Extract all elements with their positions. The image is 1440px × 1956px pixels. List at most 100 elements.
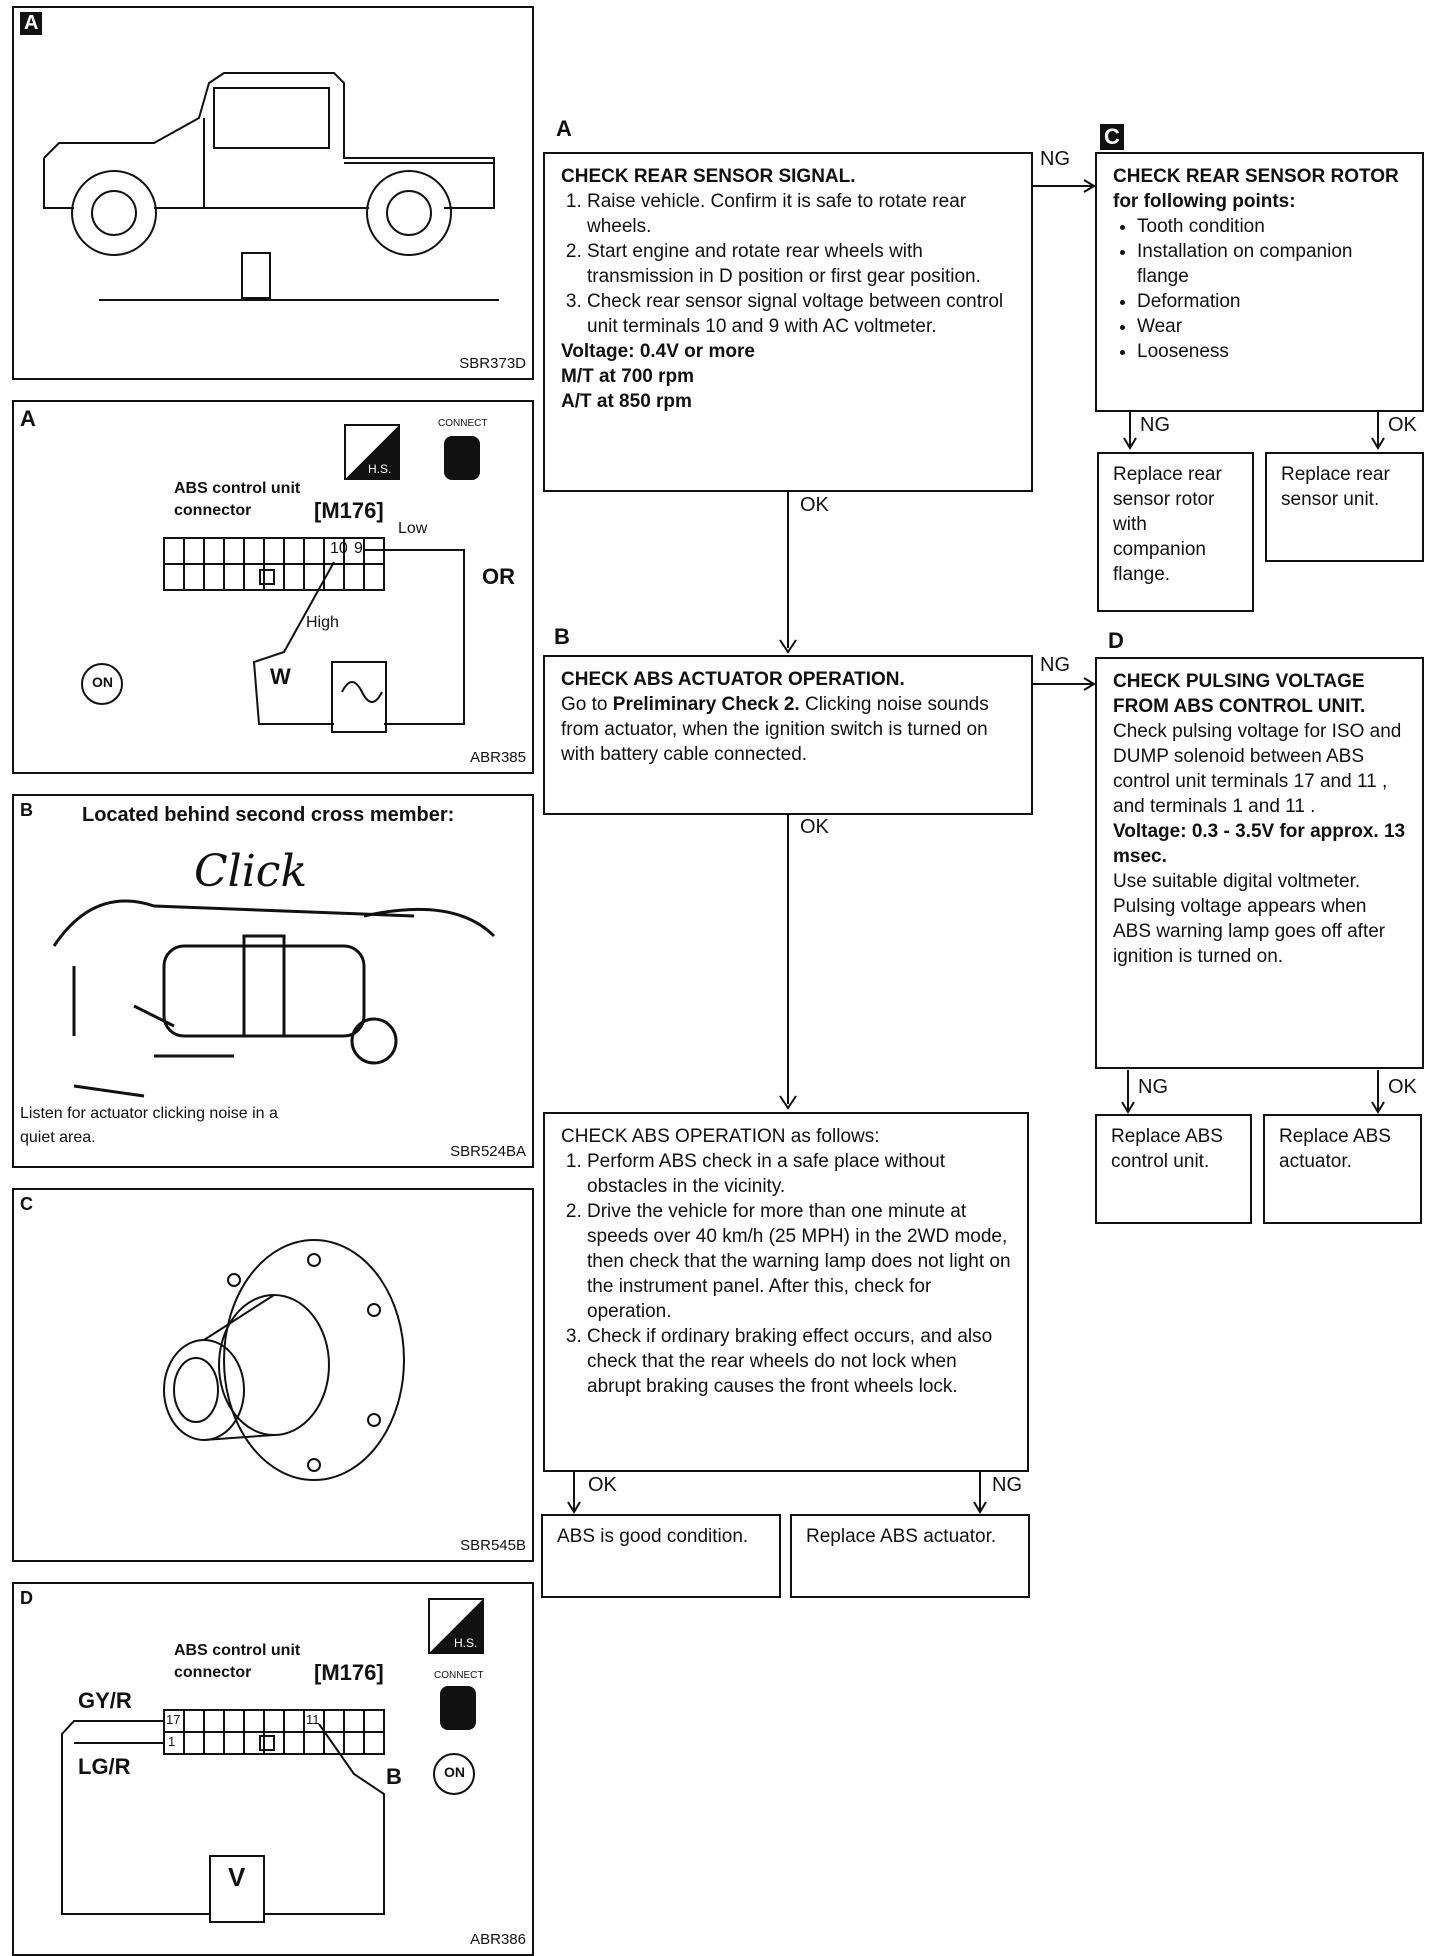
panel-letter: B bbox=[20, 800, 33, 820]
hs-icon bbox=[344, 424, 400, 480]
box-heading: CHECK PULSING VOLTAGE FROM ABS CONTROL U… bbox=[1113, 671, 1366, 717]
box-heading: CHECK REAR SENSOR SIGNAL. bbox=[561, 166, 856, 187]
hs-label: H.S. bbox=[368, 462, 392, 476]
figure-code: ABR385 bbox=[470, 749, 526, 766]
connector-title: ABS control unit connector bbox=[174, 480, 301, 519]
mt-spec: M/T at 700 rpm bbox=[561, 366, 695, 387]
w-wire-label: W bbox=[270, 664, 291, 689]
step-item: Start engine and rotate rear wheels with… bbox=[587, 239, 1015, 289]
pin-9: 9 bbox=[354, 540, 363, 557]
voltmeter-label: V bbox=[228, 1862, 246, 1892]
step-item: Check if ordinary braking effect occurs,… bbox=[587, 1324, 1011, 1399]
ok-label: OK bbox=[1388, 1076, 1417, 1098]
text-pre: Go to bbox=[561, 694, 608, 715]
actuator-illustration bbox=[52, 899, 496, 1098]
connector-circuit bbox=[81, 537, 465, 733]
step-item: Perform ABS check in a safe place withou… bbox=[587, 1149, 1011, 1199]
result-replace-actuator: Replace ABS actuator. bbox=[1263, 1114, 1422, 1224]
voltage-spec: Voltage: 0.4V or more bbox=[561, 341, 755, 362]
figure-code: SBR373D bbox=[459, 355, 526, 372]
figure-code: SBR545B bbox=[460, 1537, 526, 1554]
step-list: Raise vehicle. Confirm it is safe to rot… bbox=[561, 189, 1015, 339]
box-b-letter: B bbox=[554, 624, 570, 649]
panel-b-actuator: B Located behind second cross member: Cl… bbox=[12, 794, 534, 1168]
panel-letter: D bbox=[20, 1588, 33, 1608]
ok-label: OK bbox=[1388, 414, 1417, 436]
box-text: Check pulsing voltage for ISO and DUMP s… bbox=[1113, 721, 1402, 817]
ng-label: NG bbox=[1040, 148, 1070, 170]
click-label: Click bbox=[194, 846, 308, 897]
actuator-caption: Listen for actuator clicking noise in a … bbox=[20, 1105, 278, 1146]
text-post: Clicking noise sounds from actuator, whe… bbox=[561, 694, 989, 765]
box-check-pulsing-voltage: CHECK PULSING VOLTAGE FROM ABS CONTROL U… bbox=[1095, 657, 1424, 1069]
connect-icon bbox=[440, 1686, 476, 1730]
box-a-letter: A bbox=[556, 116, 572, 141]
panel-letter: C bbox=[20, 1194, 33, 1214]
step-item: Check rear sensor signal voltage between… bbox=[587, 289, 1015, 339]
box-text: Go to Preliminary Check 2. Clicking nois… bbox=[561, 692, 1015, 767]
box-heading: CHECK ABS OPERATION as follows: bbox=[561, 1126, 880, 1147]
point-item: Looseness bbox=[1137, 339, 1406, 364]
box-c-letter: C bbox=[1100, 124, 1124, 150]
rotor-illustration bbox=[163, 1239, 405, 1481]
or-wire-label: OR bbox=[482, 564, 515, 589]
actuator-location-heading: Located behind second cross member: bbox=[82, 804, 455, 826]
b-wire-label: B bbox=[386, 1764, 402, 1789]
box-check-rear-sensor-rotor: CHECK REAR SENSOR ROTOR for following po… bbox=[1095, 152, 1424, 412]
low-label: Low bbox=[398, 520, 428, 537]
point-item: Wear bbox=[1137, 314, 1406, 339]
box-heading: CHECK ABS ACTUATOR OPERATION. bbox=[561, 669, 905, 690]
box-d-letter: D bbox=[1108, 628, 1124, 653]
panel-d-connector: D ABS control unit connector [M176] H.S.… bbox=[12, 1582, 534, 1956]
box-check-abs-operation: CHECK ABS OPERATION as follows: Perform … bbox=[543, 1112, 1029, 1472]
connector-circuit bbox=[61, 1709, 475, 1923]
gyr-wire-label: GY/R bbox=[78, 1688, 132, 1713]
panel-c-rotor: C SBR545B bbox=[12, 1188, 534, 1562]
box-check-abs-actuator: CHECK ABS ACTUATOR OPERATION. Go to Prel… bbox=[543, 655, 1033, 815]
ok-label: OK bbox=[588, 1474, 617, 1496]
ng-label: NG bbox=[1040, 654, 1070, 676]
point-item: Installation on companion flange bbox=[1137, 239, 1406, 289]
box-check-rear-sensor-signal: CHECK REAR SENSOR SIGNAL. Raise vehicle.… bbox=[543, 152, 1033, 492]
hs-icon bbox=[428, 1598, 484, 1654]
ok-label: OK bbox=[800, 494, 829, 516]
hs-label: H.S. bbox=[454, 1636, 478, 1650]
pin-1: 1 bbox=[168, 1734, 176, 1749]
figure-code: ABR386 bbox=[470, 1931, 526, 1948]
connector-id: [M176] bbox=[314, 498, 384, 523]
preliminary-check-link[interactable]: Preliminary Check 2. bbox=[612, 694, 800, 715]
panel-letter: A bbox=[20, 12, 43, 35]
figure-code: SBR524BA bbox=[450, 1143, 526, 1160]
connect-label: CONNECT bbox=[434, 1670, 484, 1681]
connect-icon bbox=[444, 436, 480, 480]
ng-label: NG bbox=[992, 1474, 1022, 1496]
step-list: Perform ABS check in a safe place withou… bbox=[561, 1149, 1011, 1399]
at-spec: A/T at 850 rpm bbox=[561, 391, 692, 412]
panel-a-connector: A ABS control unit connector [M176] H.S.… bbox=[12, 400, 534, 774]
step-item: Raise vehicle. Confirm it is safe to rot… bbox=[587, 189, 1015, 239]
result-replace-control-unit: Replace ABS control unit. bbox=[1095, 1114, 1252, 1224]
result-replace-rotor: Replace rear sensor rotor with companion… bbox=[1097, 452, 1254, 612]
ok-label: OK bbox=[800, 816, 829, 838]
box-note: Use suitable digital voltmeter. Pulsing … bbox=[1113, 871, 1386, 967]
connector-title: ABS control unit connector bbox=[174, 1642, 301, 1681]
voltage-spec: Voltage: 0.3 - 3.5V for approx. 13 msec. bbox=[1113, 821, 1406, 867]
connect-label: CONNECT bbox=[438, 418, 488, 429]
truck-on-lift-illustration bbox=[43, 72, 499, 301]
ng-label: NG bbox=[1140, 414, 1170, 436]
panel-a-truck: A SBR373D bbox=[12, 6, 534, 380]
point-item: Deformation bbox=[1137, 289, 1406, 314]
box-heading: CHECK REAR SENSOR ROTOR for following po… bbox=[1113, 166, 1399, 212]
panel-letter: A bbox=[20, 406, 36, 431]
ignition-on-label: ON bbox=[92, 674, 113, 690]
step-item: Drive the vehicle for more than one minu… bbox=[587, 1199, 1011, 1324]
high-label: High bbox=[306, 614, 339, 631]
connector-id: [M176] bbox=[314, 1660, 384, 1685]
lgr-wire-label: LG/R bbox=[78, 1754, 131, 1779]
pin-11: 11 bbox=[306, 1712, 320, 1727]
result-replace-sensor: Replace rear sensor unit. bbox=[1265, 452, 1424, 562]
result-replace-abs-actuator: Replace ABS actuator. bbox=[790, 1514, 1030, 1598]
ignition-on-label: ON bbox=[444, 1764, 465, 1780]
result-abs-good: ABS is good condition. bbox=[541, 1514, 781, 1598]
